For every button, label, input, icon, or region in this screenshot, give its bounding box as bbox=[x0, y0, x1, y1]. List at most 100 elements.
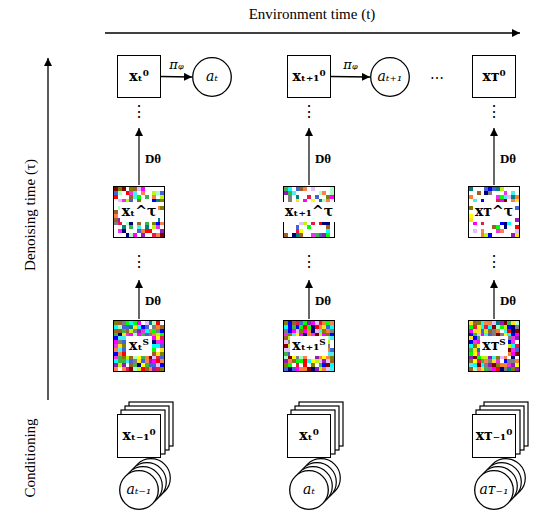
noise-pixel bbox=[296, 329, 300, 333]
noise-pixel bbox=[122, 356, 126, 360]
noise-pixel bbox=[315, 356, 319, 360]
noise-pixel bbox=[492, 325, 496, 329]
noise-pixel bbox=[315, 191, 319, 195]
noise-pixel bbox=[504, 229, 508, 233]
noise-pixel bbox=[511, 233, 515, 237]
noise-pixel bbox=[129, 187, 133, 191]
noise-pixel bbox=[303, 359, 307, 363]
noise-pixel bbox=[515, 348, 519, 352]
noise-pixel bbox=[137, 225, 141, 229]
noise-pixel bbox=[492, 359, 496, 363]
noisy-state-image: xₜᵀ bbox=[113, 320, 165, 372]
noise-pixel bbox=[488, 229, 492, 233]
noise-pixel bbox=[307, 367, 311, 371]
noise-pixel bbox=[319, 229, 323, 233]
noise-pixel bbox=[477, 187, 481, 191]
noise-pixel bbox=[303, 222, 307, 226]
noise-pixel bbox=[160, 348, 164, 352]
noise-pixel bbox=[515, 225, 519, 229]
noise-pixel bbox=[160, 225, 164, 229]
noise-pixel bbox=[126, 367, 130, 371]
noise-pixel bbox=[326, 363, 330, 367]
noise-pixel bbox=[511, 336, 515, 340]
axis-title: Denoising time (τ) bbox=[23, 159, 38, 271]
noise-pixel bbox=[137, 321, 141, 325]
noise-pixel bbox=[292, 225, 296, 229]
noise-pixel bbox=[152, 367, 156, 371]
noise-pixel bbox=[160, 329, 164, 333]
noise-pixel bbox=[488, 325, 492, 329]
noise-pixel bbox=[322, 225, 326, 229]
noise-pixel bbox=[322, 222, 326, 226]
noise-pixel bbox=[284, 336, 288, 340]
noise-pixel bbox=[477, 222, 481, 226]
noise-pixel bbox=[492, 225, 496, 229]
noise-pixel bbox=[156, 363, 160, 367]
noise-pixel bbox=[511, 333, 515, 337]
math-symbol: xₜᵀ bbox=[127, 336, 151, 355]
noise-pixel bbox=[330, 233, 334, 237]
noise-pixel bbox=[511, 222, 515, 226]
noise-pixel bbox=[122, 348, 126, 352]
noise-pixel bbox=[137, 325, 141, 329]
noise-pixel bbox=[114, 225, 118, 229]
noise-pixel bbox=[145, 225, 149, 229]
noise-pixel bbox=[122, 225, 126, 229]
noise-pixel bbox=[118, 222, 122, 226]
noise-pixel bbox=[152, 329, 156, 333]
noise-pixel bbox=[469, 191, 473, 195]
noise-pixel bbox=[307, 225, 311, 229]
denoiser-label: Dθ bbox=[315, 294, 331, 307]
noise-pixel bbox=[473, 344, 477, 348]
noise-pixel bbox=[118, 367, 122, 371]
noise-pixel bbox=[303, 321, 307, 325]
noise-pixel bbox=[156, 333, 160, 337]
noise-pixel bbox=[114, 336, 118, 340]
noise-pixel bbox=[473, 195, 477, 199]
noise-pixel bbox=[133, 325, 137, 329]
noise-pixel bbox=[492, 329, 496, 333]
noise-pixel bbox=[311, 325, 315, 329]
noise-pixel bbox=[477, 356, 481, 360]
noise-pixel bbox=[160, 191, 164, 195]
math-symbol: xᴛ^τ bbox=[473, 202, 515, 221]
noise-pixel bbox=[160, 214, 164, 218]
noise-pixel bbox=[126, 225, 130, 229]
noise-pixel bbox=[484, 321, 488, 325]
noise-pixel bbox=[319, 321, 323, 325]
noise-pixel bbox=[129, 229, 133, 233]
noise-pixel bbox=[156, 329, 160, 333]
noise-pixel bbox=[484, 222, 488, 226]
noise-pixel bbox=[137, 367, 141, 371]
noise-pixel bbox=[469, 325, 473, 329]
noise-pixel bbox=[500, 225, 504, 229]
action-circle: aₜ₊₁ bbox=[370, 57, 410, 97]
noise-pixel bbox=[122, 333, 126, 337]
noise-pixel bbox=[299, 363, 303, 367]
noise-pixel bbox=[303, 233, 307, 237]
noise-pixel bbox=[319, 325, 323, 329]
noise-pixel bbox=[303, 325, 307, 329]
noise-pixel bbox=[504, 363, 508, 367]
noise-pixel bbox=[330, 195, 334, 199]
noise-pixel bbox=[484, 195, 488, 199]
noise-pixel bbox=[160, 333, 164, 337]
noise-pixel bbox=[284, 191, 288, 195]
noise-pixel bbox=[473, 356, 477, 360]
noise-pixel bbox=[500, 325, 504, 329]
math-symbol: xᴛ⁰ bbox=[482, 69, 505, 84]
denoiser-label: Dθ bbox=[500, 152, 516, 165]
noise-pixel bbox=[299, 325, 303, 329]
noise-pixel bbox=[473, 340, 477, 344]
circle-outline bbox=[193, 58, 232, 97]
noise-pixel bbox=[315, 359, 319, 363]
noise-pixel bbox=[114, 340, 118, 344]
noise-pixel bbox=[141, 225, 145, 229]
noise-pixel bbox=[507, 195, 511, 199]
noise-pixel bbox=[488, 356, 492, 360]
noise-pixel bbox=[469, 222, 473, 226]
time-axis-arrow bbox=[105, 32, 520, 33]
noise-pixel bbox=[481, 363, 485, 367]
noise-pixel bbox=[152, 229, 156, 233]
noise-pixel bbox=[303, 367, 307, 371]
